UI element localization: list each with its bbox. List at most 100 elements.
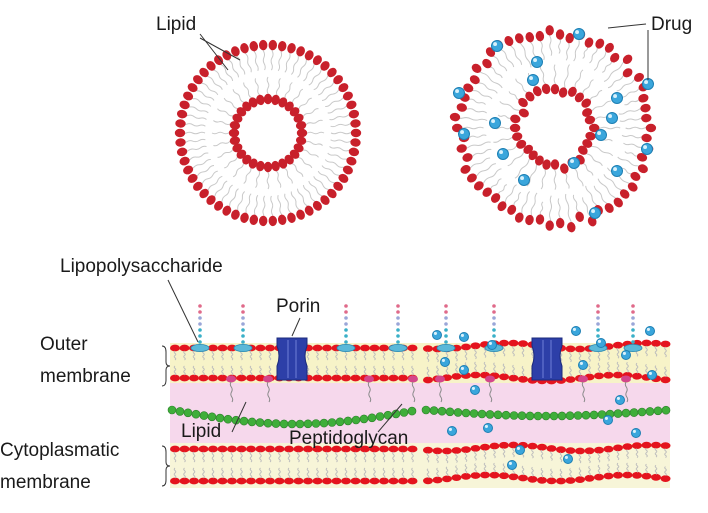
lps-sugar [396,316,400,320]
lipid-head [342,165,353,175]
lipid-tail [455,453,458,463]
bracket-outer-membrane [161,345,171,387]
lipid-head [327,67,337,78]
membrane-lipid-head [603,371,614,379]
membrane-lipid-head [632,471,642,479]
lipid-tail [436,453,439,464]
lipid-tail [664,346,667,358]
lipid-tail [268,451,272,463]
membrane-lipid-head [480,443,490,451]
label-cyto-line1: Cytoplasmatic [0,440,120,461]
membrane-lipid-head [265,344,275,352]
lipid-head [627,182,638,192]
drug-molecule [596,338,606,348]
membrane-lipid-head [369,344,380,352]
lipid-tail [240,451,243,463]
lipid-head [176,147,188,157]
peptidoglycan-unit [199,411,209,420]
membrane-lipid-head [217,374,228,382]
lipid-tail [259,467,262,479]
porin-channel [276,337,308,381]
peptidoglycan-unit [653,406,663,416]
lipid-head [595,38,605,49]
peptidoglycan-unit [279,419,289,429]
membrane-lipid-head [331,374,342,382]
peptidoglycan-unit [335,417,345,427]
lipid-head [338,83,349,93]
lipid-head [296,128,308,138]
lipid-tail [230,350,234,361]
membrane-lipid-head [546,445,557,452]
lipid-head [293,143,304,153]
lipid-head [645,123,657,133]
lps-sugar [631,304,635,308]
peptidoglycan-unit [271,419,281,428]
lipid-tail [411,350,414,361]
lipid-tail [373,467,376,479]
membrane-lipid-head [641,441,652,449]
lipid-tail [306,467,310,479]
lps-sugar [631,322,635,326]
peptidoglycan-unit [517,411,527,421]
membrane-lipid-head [350,477,361,485]
leader-porin [291,317,301,337]
lipid-tail [616,462,620,473]
lipid-head [497,201,507,212]
membrane-lipid-head [246,477,256,485]
lipid-head [287,43,296,54]
peptidoglycan-unit [263,418,273,428]
lipid-tail [373,451,376,463]
drug-molecule [458,128,470,140]
membrane-lipid-head [398,445,408,453]
peptidoglycan-unit [565,411,575,421]
peptidoglycan-unit [485,410,495,419]
lipid-head [174,128,186,138]
peptidoglycan-unit [247,417,257,427]
membrane-lipid-head [451,447,462,454]
lipid-head [295,121,307,130]
lps-sugar [492,316,496,320]
lipid-head [248,158,258,169]
drug-molecule [459,365,469,375]
lps-sugar [596,334,600,338]
lipid-tail [221,451,224,463]
drug-molecule [611,165,623,177]
lipid-tail [559,468,563,479]
lipid-tail [268,350,272,361]
membrane-lipid-head [451,373,462,380]
membrane-lipid-head [594,473,604,481]
lps-sugar [198,340,202,344]
lipid-tail [306,350,310,361]
lipoprotein-anchor [263,375,273,383]
lipid-tail [335,350,338,361]
membrane-lipid-head [265,445,275,453]
drug-molecule [645,326,655,336]
lipid-tail [335,467,338,479]
lipid-tail [597,350,601,362]
membrane-lipid-head [303,445,313,453]
lipid-tail [645,463,648,474]
lipid-tail [297,451,300,463]
membrane-lipid-head [565,345,576,353]
lipid-tail [183,365,186,376]
lipid-head [214,200,224,211]
lipid-head [550,84,560,95]
empty-liposome [174,39,362,227]
membrane-lipid-head [423,446,433,454]
leader-lipid-top [199,37,241,61]
lipid-head [199,188,209,199]
lipid-tail [531,347,534,358]
lipid-tail [550,468,553,479]
membrane-lipid-head [236,445,247,453]
lipid-tail [211,467,215,479]
membrane-lipid-head [217,477,228,485]
peptidoglycan-unit [191,409,201,419]
lipid-tail [569,351,572,363]
membrane-lipid-head [369,445,380,453]
membrane-lipid-head [331,477,342,485]
leader-peptidoglycan [377,403,403,433]
lps-sugar [198,322,202,326]
lps-sugar [396,340,400,344]
leader-drug [607,23,647,29]
lipid-tail [607,361,610,373]
